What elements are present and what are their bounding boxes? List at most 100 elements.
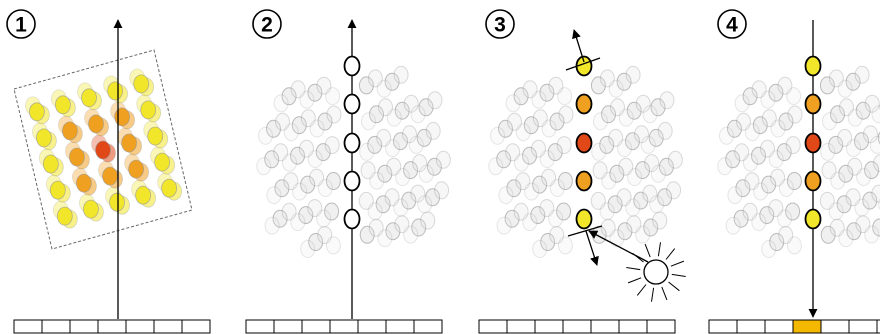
voxel — [309, 119, 325, 138]
voxel — [727, 119, 742, 138]
voxel — [734, 143, 750, 162]
voxel — [386, 108, 402, 127]
panel-1: 1 — [6, 9, 211, 334]
voxel — [733, 209, 749, 228]
voxel — [820, 225, 836, 244]
voxel — [657, 121, 673, 140]
sun-ray — [670, 260, 685, 267]
detector-pixel — [125, 319, 155, 334]
normal-arrow — [585, 230, 599, 266]
voxel — [109, 192, 125, 212]
voxel — [744, 123, 760, 142]
voxel — [786, 87, 802, 106]
voxel — [359, 142, 375, 161]
voxel — [778, 112, 794, 131]
sun-ray — [665, 248, 676, 260]
voxel — [830, 105, 845, 124]
voxel — [778, 226, 794, 244]
voxel — [837, 128, 853, 147]
voxel — [256, 157, 272, 176]
voxel — [873, 154, 880, 173]
voxel — [625, 132, 640, 151]
voxel — [76, 173, 92, 193]
voxel — [787, 105, 803, 124]
voxel — [618, 157, 634, 176]
voxel — [514, 153, 529, 172]
voxel — [541, 119, 557, 138]
sample-point — [575, 93, 593, 115]
voxel — [768, 83, 784, 102]
voxel — [854, 132, 869, 151]
voxel — [846, 139, 861, 158]
voxel — [403, 161, 419, 180]
voxel — [822, 112, 837, 131]
voxel — [121, 133, 138, 153]
panel-2: 2 — [245, 9, 451, 334]
voxel — [36, 128, 52, 148]
detector-pixel — [273, 319, 303, 334]
voxel — [608, 128, 624, 147]
detector-pixel — [618, 319, 648, 334]
voxel — [616, 72, 632, 91]
detector-pixel — [562, 319, 592, 334]
voxel — [49, 180, 66, 200]
sample-point — [804, 93, 822, 115]
voxel — [393, 132, 408, 151]
voxel — [871, 105, 880, 124]
voxel — [384, 72, 400, 91]
voxel — [557, 172, 573, 190]
voxel — [854, 198, 870, 217]
voxel — [281, 87, 297, 106]
voxel — [855, 101, 871, 120]
voxel — [531, 90, 547, 109]
voxel — [515, 123, 531, 142]
voxel — [557, 87, 573, 106]
voxel — [317, 226, 333, 244]
voxel — [607, 195, 623, 214]
voxel — [845, 72, 861, 91]
voxel — [819, 191, 835, 210]
detector-pixel — [534, 319, 564, 334]
detector-pixel — [764, 319, 794, 334]
svg-text:2: 2 — [261, 14, 273, 37]
voxel — [539, 199, 555, 218]
voxel — [496, 150, 512, 169]
voxel — [504, 209, 520, 228]
voxel — [751, 213, 767, 232]
detector-strip — [708, 319, 880, 334]
voxel — [367, 135, 383, 154]
voxel — [403, 94, 419, 113]
voxel — [418, 98, 434, 117]
volume-voxel-grid — [25, 68, 183, 229]
voxel — [410, 184, 426, 203]
voxel — [505, 94, 521, 113]
voxel — [599, 135, 615, 154]
voxel — [385, 139, 400, 158]
voxel — [666, 181, 682, 200]
voxel — [635, 225, 651, 244]
voxel — [785, 202, 801, 221]
voxel — [393, 198, 409, 217]
voxel — [264, 216, 280, 235]
voxel — [317, 112, 333, 131]
voxel — [378, 98, 393, 117]
voxel — [358, 76, 374, 95]
voxel — [325, 172, 341, 190]
voxel — [854, 65, 870, 84]
voxel — [744, 172, 760, 191]
voxel — [635, 161, 651, 180]
voxel — [417, 195, 433, 214]
voxel — [408, 135, 424, 154]
voxel — [776, 143, 792, 162]
voxel — [590, 76, 606, 95]
voxel — [505, 143, 521, 162]
voxel — [102, 166, 118, 186]
voxel — [617, 139, 632, 158]
voxel — [626, 215, 642, 234]
detector-strip — [478, 319, 676, 334]
ray-sample-points — [575, 55, 593, 230]
voxel — [281, 202, 297, 221]
voxel — [760, 139, 775, 158]
voxel — [600, 218, 616, 237]
voxel — [107, 81, 123, 101]
